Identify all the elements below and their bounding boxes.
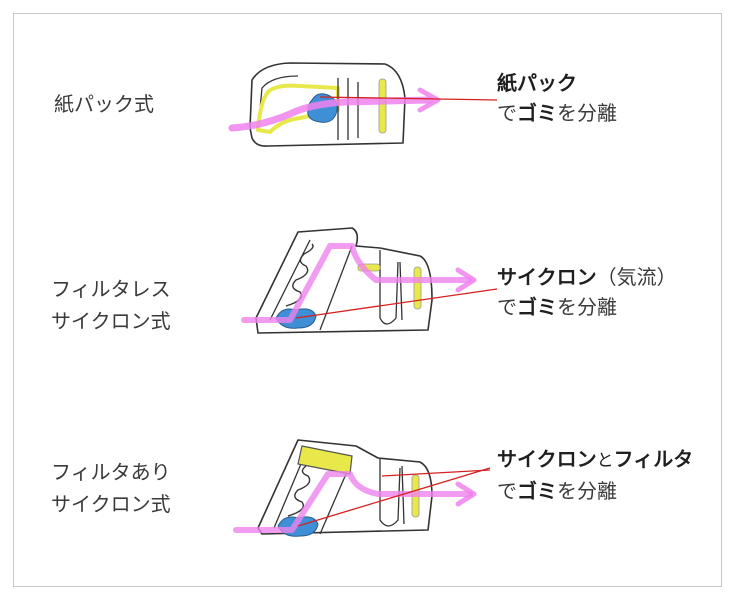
label-line: 紙パック式 bbox=[54, 92, 154, 116]
filter-cyclone-illustration bbox=[233, 439, 491, 537]
desc-filterless-cyclone: サイクロン（気流） でゴミを分離 bbox=[497, 262, 677, 322]
desc-emphasis: サイクロン bbox=[497, 447, 597, 471]
desc-filter-cyclone: サイクロンとフィルタ でゴミを分離 bbox=[497, 444, 693, 506]
desc-paper-pack: 紙パック でゴミを分離 bbox=[497, 68, 617, 128]
desc-emphasis: フィルタ bbox=[613, 447, 694, 471]
desc-emphasis: サイクロン bbox=[497, 265, 597, 289]
desc-emphasis: ゴミ bbox=[517, 479, 557, 503]
desc-text: で bbox=[497, 479, 517, 503]
desc-emphasis: 紙パック bbox=[497, 71, 577, 95]
label-line: フィルタあり bbox=[51, 460, 171, 484]
desc-emphasis: ゴミ bbox=[517, 101, 557, 125]
paper-pack-illustration bbox=[228, 62, 498, 147]
label-line: サイクロン式 bbox=[51, 492, 171, 516]
label-line: フィルタレス bbox=[51, 277, 171, 301]
desc-emphasis: ゴミ bbox=[517, 295, 557, 319]
desc-text: を分離 bbox=[557, 295, 617, 319]
desc-text: （気流） bbox=[596, 265, 677, 289]
label-paper-pack: 紙パック式 bbox=[54, 88, 154, 120]
desc-text: で bbox=[497, 101, 517, 125]
desc-text: を分離 bbox=[557, 101, 617, 125]
desc-text: を分離 bbox=[557, 479, 617, 503]
label-line: サイクロン式 bbox=[51, 309, 171, 333]
desc-emphasis: と bbox=[596, 451, 614, 471]
filterless-cyclone-illustration bbox=[241, 227, 498, 334]
desc-text: で bbox=[497, 295, 517, 319]
label-filterless-cyclone: フィルタレス サイクロン式 bbox=[51, 273, 171, 337]
label-filter-cyclone: フィルタあり サイクロン式 bbox=[51, 456, 171, 520]
